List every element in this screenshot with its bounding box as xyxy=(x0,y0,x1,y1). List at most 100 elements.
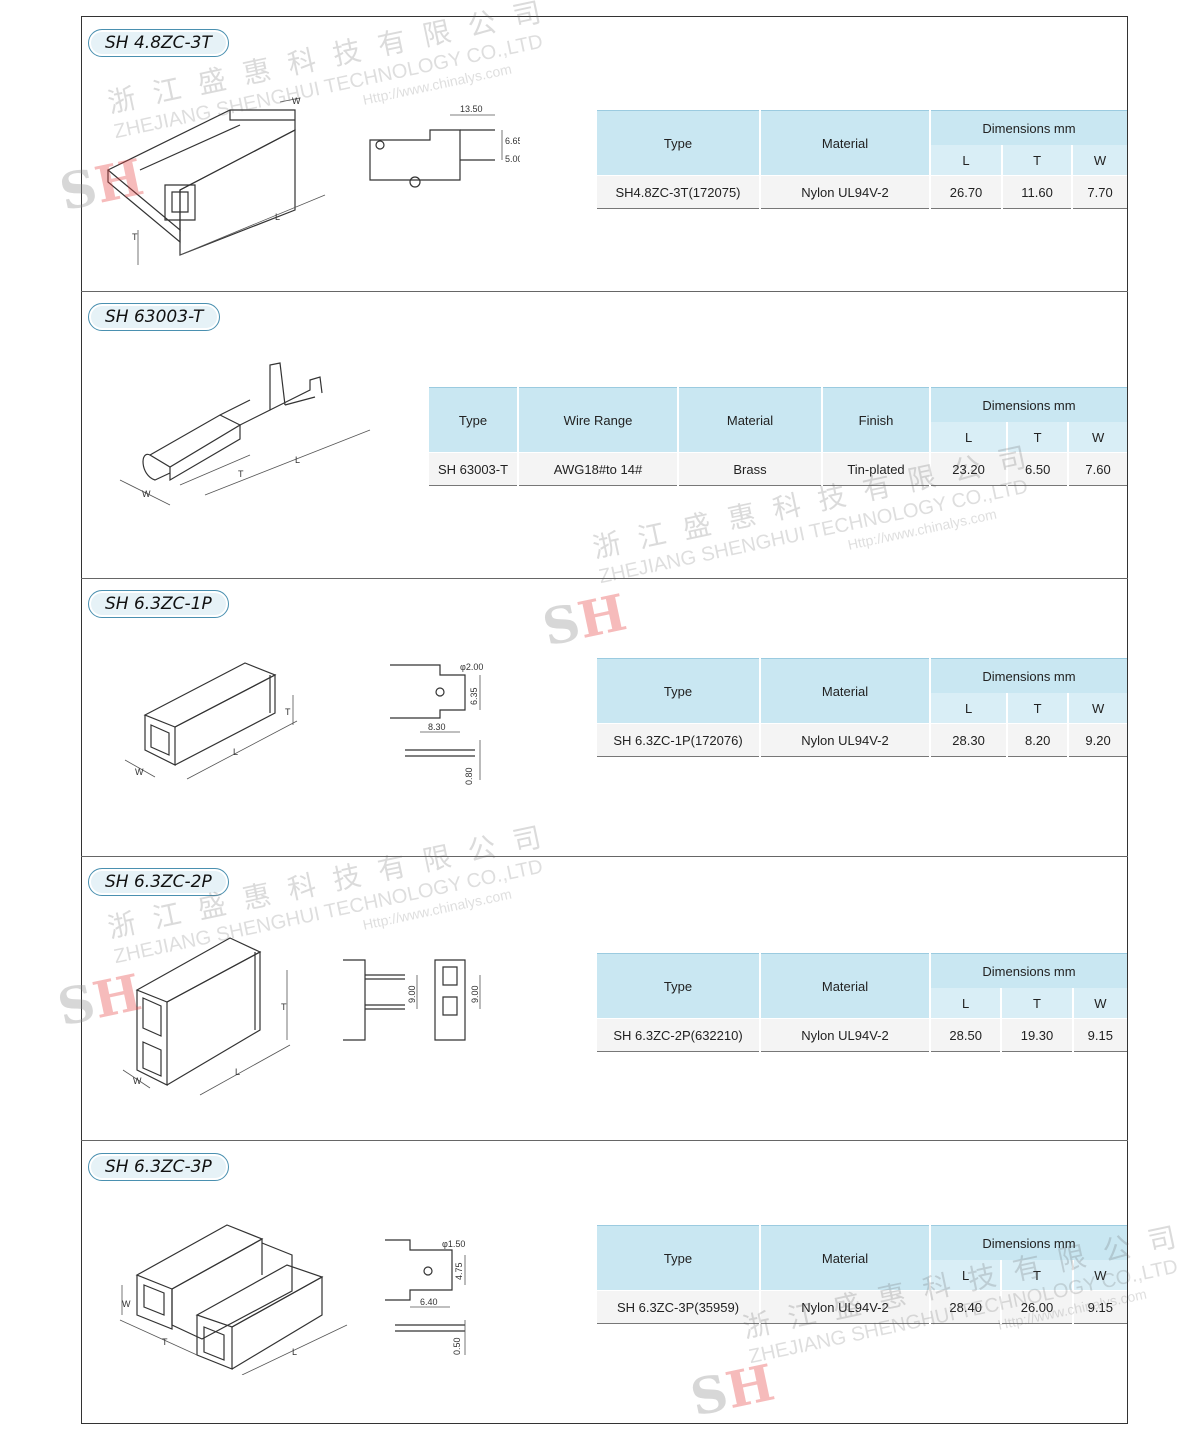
cell-material: Nylon UL94V-2 xyxy=(760,1018,931,1052)
svg-text:L: L xyxy=(233,747,238,757)
cell-w: 7.70 xyxy=(1072,175,1127,209)
svg-text:8.30: 8.30 xyxy=(428,722,446,732)
header-l: L xyxy=(930,693,1009,724)
section-title: SH 6.3ZC-2P xyxy=(88,868,229,896)
housing-3p-drawing: W T L xyxy=(119,1224,348,1375)
svg-text:0.50: 0.50 xyxy=(452,1337,462,1355)
cell-w: 9.15 xyxy=(1072,1018,1127,1052)
header-material: Material xyxy=(760,110,931,176)
header-l: L xyxy=(930,422,1009,453)
section-divider xyxy=(81,291,1128,292)
page-frame xyxy=(81,16,1128,1424)
svg-text:T: T xyxy=(162,1337,168,1347)
header-type: Type xyxy=(429,387,519,453)
section-title: SH 6.3ZC-3P xyxy=(88,1153,229,1181)
section-divider xyxy=(81,856,1128,857)
cell-l: 26.70 xyxy=(930,175,1004,209)
cell-type: SH 63003-T xyxy=(429,452,519,486)
header-finish: Finish xyxy=(822,387,931,453)
svg-text:T: T xyxy=(238,469,244,479)
header-material: Material xyxy=(760,658,931,724)
header-type: Type xyxy=(597,658,761,724)
svg-text:6.35: 6.35 xyxy=(469,687,479,705)
housing-2p-drawing: W L T xyxy=(122,937,291,1096)
spec-table: Type Material Dimensions mm L T W SH 6.3… xyxy=(597,953,1127,1052)
cell-wire-range: AWG18#to 14# xyxy=(518,452,679,486)
header-l: L xyxy=(930,988,1003,1019)
svg-text:T: T xyxy=(132,232,138,242)
svg-text:4.75: 4.75 xyxy=(454,1262,464,1280)
spec-table: Type Material Dimensions mm L T W SH4.8Z… xyxy=(597,110,1127,209)
header-dimensions: Dimensions mm xyxy=(930,387,1127,422)
spec-table: Type Material Dimensions mm L T W SH 6.3… xyxy=(597,658,1127,757)
cell-t: 8.20 xyxy=(1007,723,1070,757)
housing-1p-drawing: W L T xyxy=(124,662,298,780)
header-l: L xyxy=(930,145,1004,176)
contact-2p-drawing: 9.00 9.00 xyxy=(343,959,481,1041)
header-dimensions: Dimensions mm xyxy=(930,1225,1127,1260)
cell-type: SH 6.3ZC-1P(172076) xyxy=(597,723,761,757)
header-type: Type xyxy=(597,953,761,1019)
header-dimensions: Dimensions mm xyxy=(930,658,1127,693)
svg-text:L: L xyxy=(235,1067,240,1077)
header-type: Type xyxy=(597,1225,761,1291)
svg-text:T: T xyxy=(285,707,291,717)
header-t: T xyxy=(1002,145,1074,176)
svg-text:W: W xyxy=(133,1076,142,1086)
cell-finish: Tin-plated xyxy=(822,452,931,486)
cell-t: 19.30 xyxy=(1001,1018,1074,1052)
cell-t: 6.50 xyxy=(1007,452,1070,486)
cell-t: 26.00 xyxy=(1001,1290,1074,1324)
cell-material: Nylon UL94V-2 xyxy=(760,723,931,757)
cell-type: SH 6.3ZC-2P(632210) xyxy=(597,1018,761,1052)
cell-type: SH4.8ZC-3T(172075) xyxy=(597,175,761,209)
svg-text:L: L xyxy=(295,455,300,465)
svg-text:W: W xyxy=(135,767,144,777)
cell-t: 11.60 xyxy=(1002,175,1074,209)
header-material: Material xyxy=(760,953,931,1019)
header-w: W xyxy=(1072,145,1127,176)
cell-material: Brass xyxy=(678,452,823,486)
header-wire-range: Wire Range xyxy=(518,387,679,453)
section-divider xyxy=(81,1140,1128,1141)
header-material: Material xyxy=(678,387,823,453)
section-title: SH 4.8ZC-3T xyxy=(88,29,229,57)
svg-text:W: W xyxy=(292,96,301,106)
section-title: SH 6.3ZC-1P xyxy=(88,590,229,618)
svg-text:5.00: 5.00 xyxy=(505,154,520,164)
svg-text:13.50: 13.50 xyxy=(460,104,483,114)
spec-table: Type Wire Range Material Finish Dimensio… xyxy=(429,387,1127,486)
header-type: Type xyxy=(597,110,761,176)
header-w: W xyxy=(1068,422,1127,453)
cell-w: 9.15 xyxy=(1072,1290,1127,1324)
svg-text:6.40: 6.40 xyxy=(420,1297,438,1307)
svg-text:φ2.00: φ2.00 xyxy=(460,662,483,672)
terminal-housing-drawing: T L W xyxy=(106,96,326,265)
header-t: T xyxy=(1001,988,1074,1019)
header-t: T xyxy=(1007,422,1070,453)
cell-l: 28.50 xyxy=(930,1018,1003,1052)
header-dimensions: Dimensions mm xyxy=(930,953,1127,988)
cell-type: SH 6.3ZC-3P(35959) xyxy=(597,1290,761,1324)
section-title: SH 63003-T xyxy=(88,303,221,331)
cell-w: 7.60 xyxy=(1068,452,1127,486)
header-w: W xyxy=(1068,693,1127,724)
cell-material: Nylon UL94V-2 xyxy=(760,175,931,209)
cell-material: Nylon UL94V-2 xyxy=(760,1290,931,1324)
svg-text:W: W xyxy=(122,1299,131,1309)
header-material: Material xyxy=(760,1225,931,1291)
header-w: W xyxy=(1072,988,1127,1019)
contact-1p-drawing: φ2.00 8.30 6.35 0.80 xyxy=(390,662,483,785)
header-l: L xyxy=(930,1260,1003,1291)
header-t: T xyxy=(1001,1260,1074,1291)
crimp-terminal-drawing: W T L xyxy=(119,362,371,506)
svg-text:6.65: 6.65 xyxy=(505,136,520,146)
cell-w: 9.20 xyxy=(1068,723,1127,757)
section-divider xyxy=(81,578,1128,579)
header-dimensions: Dimensions mm xyxy=(930,110,1127,145)
svg-text:0.80: 0.80 xyxy=(464,767,474,785)
svg-text:φ1.50: φ1.50 xyxy=(442,1239,465,1249)
svg-text:9.00: 9.00 xyxy=(470,985,480,1003)
header-w: W xyxy=(1072,1260,1127,1291)
header-t: T xyxy=(1007,693,1070,724)
